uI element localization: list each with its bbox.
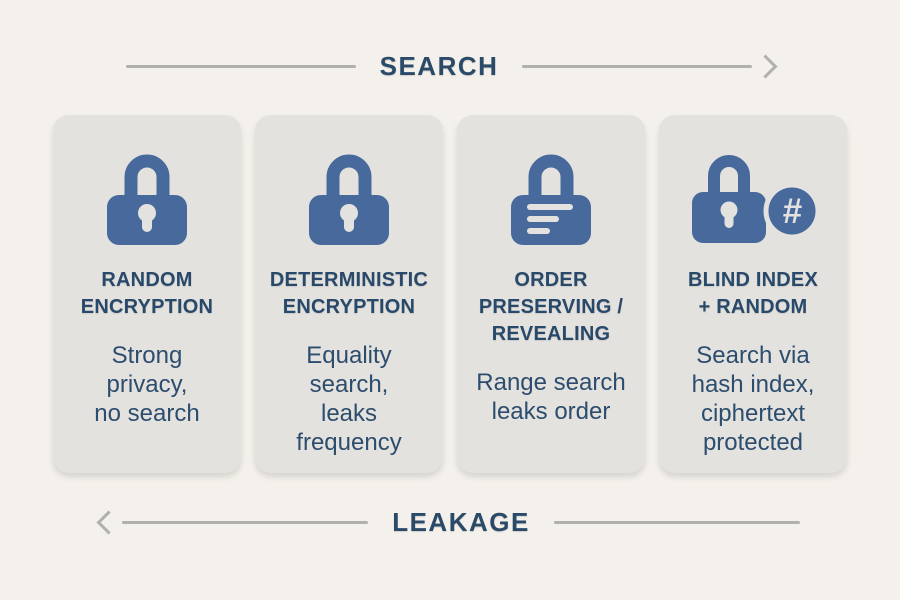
card-description: Equality search, leaks frequency: [296, 342, 402, 456]
card-description: Search via hash index, ciphertext protec…: [691, 342, 815, 456]
padlock-icon: [105, 115, 189, 267]
arrow-left-icon: [96, 509, 121, 535]
leakage-line-left: [122, 520, 369, 524]
card-description: Range search leaks order: [476, 369, 626, 425]
search-line-right: [522, 64, 753, 68]
svg-text:#: #: [782, 192, 802, 231]
leakage-line-right: [553, 520, 800, 524]
search-axis: SEARCH: [126, 49, 778, 83]
leakage-axis: LEAKAGE: [96, 505, 800, 539]
padlock-hash-icon: #: [684, 115, 822, 267]
scheme-cards: RANDOM ENCRYPTION Strong privacy, no sea…: [53, 115, 847, 473]
leakage-axis-label: LEAKAGE: [392, 506, 530, 537]
card-title: BLIND INDEX + RANDOM: [688, 269, 818, 318]
card-title: ORDER PRESERVING / REVEALING: [478, 269, 624, 345]
card-random-encryption: RANDOM ENCRYPTION Strong privacy, no sea…: [53, 115, 241, 473]
padlock-icon: [307, 115, 391, 267]
search-line-left: [126, 64, 356, 68]
card-blind-index: # BLIND INDEX + RANDOM Search via hash i…: [659, 115, 847, 473]
padlock-list-icon: [509, 115, 593, 267]
card-description: Strong privacy, no search: [94, 342, 200, 427]
card-order-preserving: ORDER PRESERVING / REVEALING Range searc…: [457, 115, 645, 473]
card-title: RANDOM ENCRYPTION: [80, 269, 214, 318]
search-axis-label: SEARCH: [379, 50, 499, 81]
arrow-right-icon: [753, 53, 778, 79]
card-deterministic-encryption: DETERMINISTIC ENCRYPTION Equality search…: [255, 115, 443, 473]
card-title: DETERMINISTIC ENCRYPTION: [269, 269, 429, 318]
